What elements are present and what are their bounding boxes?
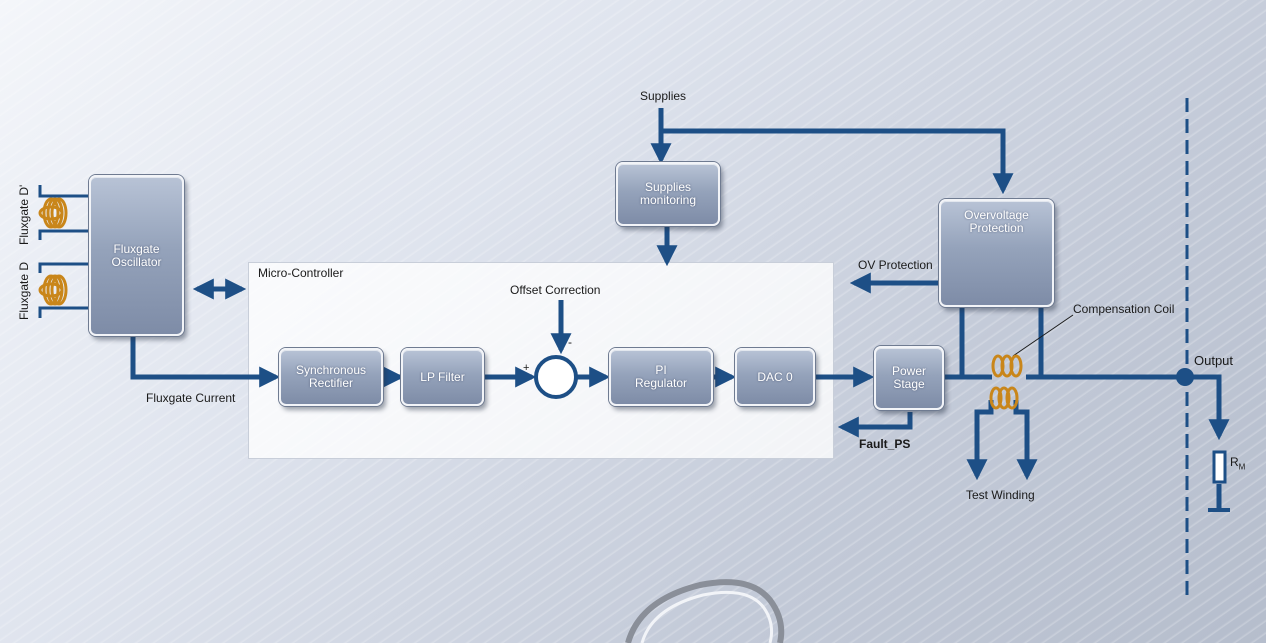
micro-controller-label: Micro-Controller	[258, 266, 344, 280]
rm-resistor	[1212, 450, 1227, 484]
fluxgate-oscillator-label: Fluxgate Oscillator	[111, 241, 162, 269]
plus-sign: +	[523, 362, 530, 374]
supplies-monitoring-label: Supplies monitoring	[639, 180, 697, 207]
dac-block: DAC 0	[735, 348, 815, 406]
test-winding-coil-icon	[989, 386, 1019, 410]
supplies-monitoring-block: Supplies monitoring	[616, 162, 720, 226]
rm-label: RM	[1230, 455, 1245, 474]
output-node	[1176, 368, 1194, 386]
pi-regulator-label: PI Regulator	[634, 363, 688, 390]
minus-sign: -	[568, 335, 572, 349]
pi-regulator-block: PI Regulator	[609, 348, 713, 406]
dac-label: DAC 0	[757, 369, 793, 384]
fluxgate-d-prime-leads	[38, 185, 89, 240]
compensation-coil-label: Compensation Coil	[1073, 302, 1175, 316]
fault-ps-label: Fault_PS	[859, 437, 911, 451]
overvoltage-protection-block: Overvoltage Protection	[939, 199, 1054, 307]
fluxgate-d-coil-icon	[38, 274, 68, 306]
rm-label-sub: M	[1238, 462, 1246, 472]
summing-junction	[534, 355, 578, 399]
supplies-to-ovp-arrow	[661, 128, 1014, 195]
test-winding-right-arrow	[1013, 400, 1038, 481]
lp-filter-label: LP Filter	[420, 369, 465, 384]
fluxgate-d-prime-label: Fluxgate D'	[17, 184, 31, 245]
lp-filter-block: LP Filter	[401, 348, 484, 406]
fluxgate-current-label: Fluxgate Current	[146, 391, 236, 405]
fault-ps-arrow	[837, 412, 913, 438]
supplies-label: Supplies	[640, 89, 687, 103]
fluxgate-d-prime-coil-icon	[38, 197, 68, 229]
power-stage-block: Power Stage	[874, 346, 944, 410]
offset-correction-label: Offset Correction	[510, 283, 601, 297]
overvoltage-protection-label: Overvoltage Protection	[964, 208, 1029, 235]
output-to-rm-wire	[1185, 374, 1222, 428]
compensation-coil-icon	[991, 354, 1023, 378]
test-winding-left-arrow	[966, 400, 994, 481]
output-label: Output	[1194, 353, 1234, 368]
rm-label-main: R	[1230, 455, 1239, 469]
fluxgate-d-label: Fluxgate D	[17, 261, 31, 320]
test-winding-label: Test Winding	[966, 488, 1035, 502]
ov-protection-label: OV Protection	[858, 258, 933, 272]
synchronous-rectifier-label: Synchronous Rectifier	[295, 363, 367, 390]
decorative-ring	[625, 579, 785, 643]
power-stage-label: Power Stage	[891, 364, 926, 391]
fluxgate-oscillator-block: Fluxgate Oscillator	[89, 175, 184, 336]
fluxgate-current-arrow	[130, 336, 281, 388]
compensation-coil-pointer	[1012, 314, 1074, 357]
synchronous-rectifier-block: Synchronous Rectifier	[279, 348, 383, 406]
fluxgate-d-leads	[38, 262, 89, 318]
